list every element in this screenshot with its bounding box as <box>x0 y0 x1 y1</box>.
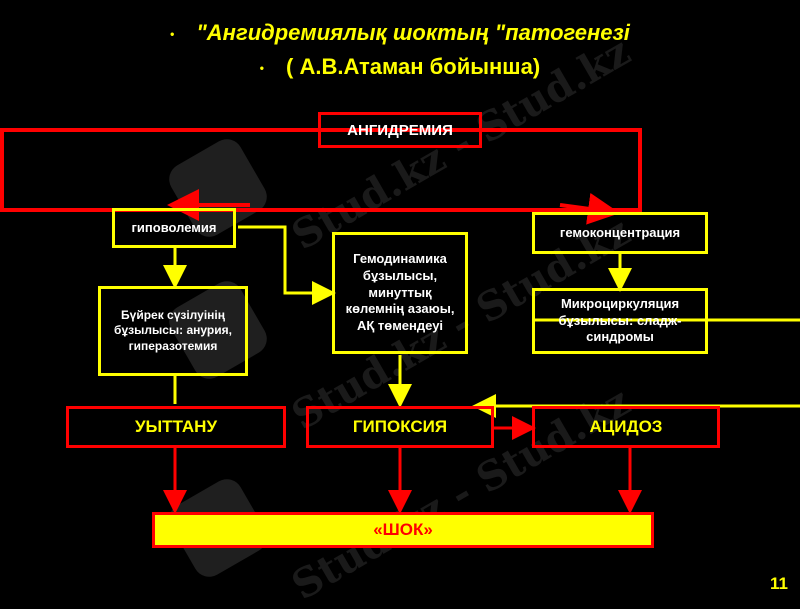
node-angidremia: АНГИДРЕМИЯ <box>318 112 482 148</box>
node-hypovolemia: гиповолемия <box>112 208 236 248</box>
node-hypoxia: ГИПОКСИЯ <box>306 406 494 448</box>
node-hypovolemia-label: гиповолемия <box>131 219 217 235</box>
node-hemodynamics: Гемодинамика бұзылысы, минуттық көлемнің… <box>332 232 468 354</box>
bullet: • <box>259 61 264 76</box>
angidremia-loop <box>0 128 642 212</box>
node-hemodynamics-label: Гемодинамика бұзылысы, минуттық көлемнің… <box>345 250 455 334</box>
node-angidremia-label: АНГИДРЕМИЯ <box>347 121 453 139</box>
node-hypoxia-label: ГИПОКСИЯ <box>352 417 448 436</box>
title-line-2: • ( А.В.Атаман бойынша) <box>0 54 800 80</box>
node-acidosis: АЦИДОЗ <box>532 406 720 448</box>
arrow-hypovolemia-to-hemodynamics <box>238 225 336 305</box>
node-shock: «ШОК» <box>152 512 654 548</box>
page-number: 11 <box>770 574 788 593</box>
arrow-to-hemoconcentration <box>559 192 620 225</box>
node-shock-label: «ШОК» <box>373 520 433 539</box>
title-text-1: "Ангидремиялық шоктың "патогенезі <box>196 20 630 45</box>
node-kidney: Бүйрек сүзілуінің бұзылысы: анурия, гипе… <box>98 286 248 376</box>
title-text-2: ( А.В.Атаман бойынша) <box>286 54 541 79</box>
node-intoxication: УЫТТАНУ <box>66 406 286 448</box>
node-hemoconcentration-label: гемоконцентрация <box>559 224 681 240</box>
node-microcirculation: Микроциркуляция бұзылысы: сладж-синдромы <box>532 288 708 354</box>
node-kidney-label: Бүйрек сүзілуінің бұзылысы: анурия, гипе… <box>114 307 232 353</box>
node-intoxication-label: УЫТТАНУ <box>134 417 218 436</box>
bullet: • <box>170 27 175 42</box>
title-line-1: • "Ангидремиялық шоктың "патогенезі <box>0 20 800 46</box>
node-acidosis-label: АЦИДОЗ <box>589 417 663 436</box>
node-hemoconcentration: гемоконцентрация <box>532 212 708 254</box>
node-microcirculation-label: Микроциркуляция бұзылысы: сладж-синдромы <box>558 295 682 345</box>
